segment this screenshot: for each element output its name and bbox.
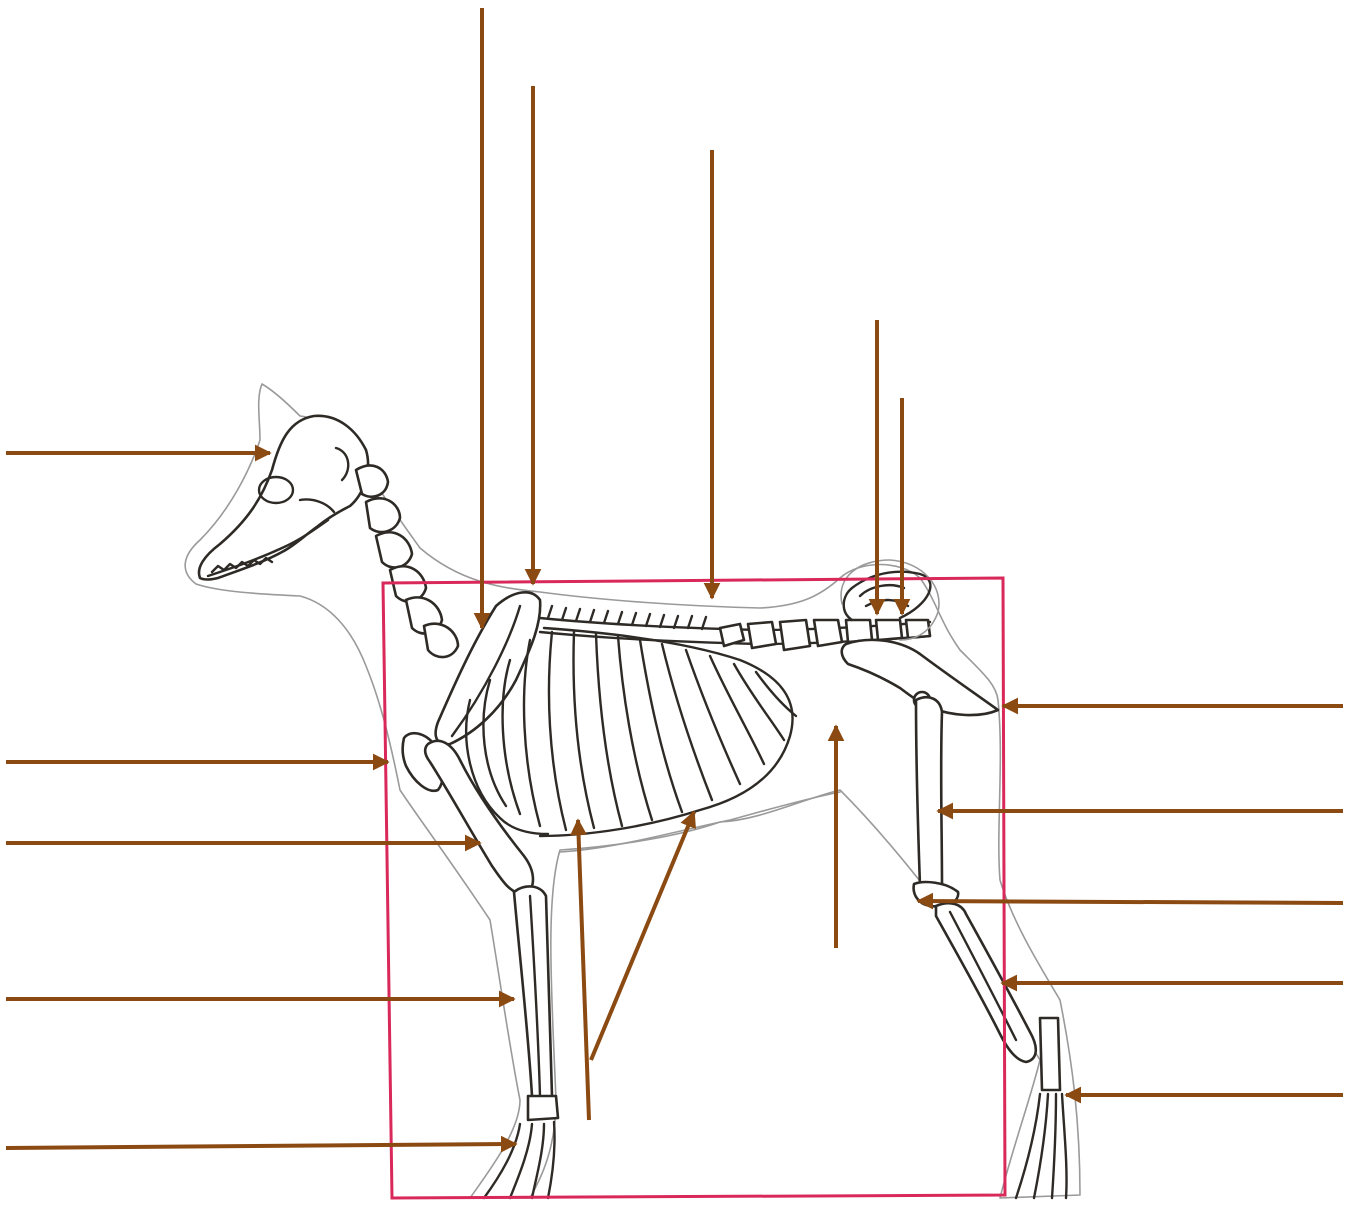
chest-outline <box>560 792 840 852</box>
humerus-bone <box>425 741 533 894</box>
arrow-rib-1 <box>578 820 589 1120</box>
front-carpals <box>528 1096 558 1120</box>
arrow-rib-2 <box>591 812 694 1060</box>
tibia-fibula-line <box>950 912 1016 1040</box>
cervical-vertebrae <box>356 466 458 658</box>
arrow-patella <box>918 901 1343 903</box>
femur-bone <box>916 697 942 893</box>
arrow-front-foot <box>6 1144 516 1148</box>
skull-bone <box>199 416 368 580</box>
front-phalanges <box>484 1122 555 1198</box>
radius-ulna-bone <box>514 886 552 1102</box>
hind-phalanges <box>1016 1094 1067 1198</box>
hock-bone <box>1040 1018 1060 1090</box>
